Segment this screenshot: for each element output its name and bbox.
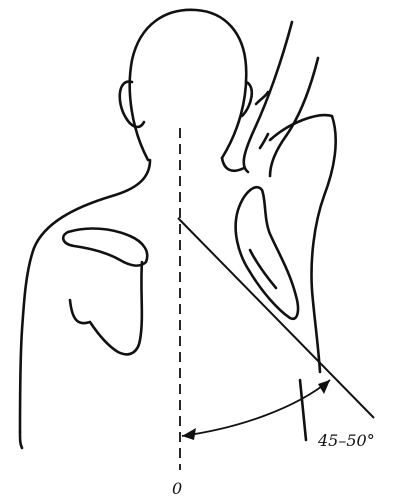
- patient-torso-right-edge: [300, 380, 306, 440]
- patient-neck-right-outline: [222, 158, 244, 171]
- angle-arc-arrowhead-left: [182, 428, 196, 440]
- left-scapula-lower-contour: [70, 262, 142, 354]
- angle-label: 45–50°: [317, 431, 375, 450]
- right-scapula-inner-contour: [250, 250, 276, 288]
- patient-torso-lower-left: [20, 432, 22, 448]
- left-scapula-outline: [63, 229, 147, 266]
- angle-arc: [182, 380, 330, 436]
- examiner-forearm-contour: [270, 115, 336, 372]
- patient-left-shoulder-outline: [20, 160, 150, 432]
- reference-label: 0: [172, 479, 182, 498]
- patient-head-outline: [130, 10, 247, 160]
- right-scapula-outline: [236, 187, 298, 319]
- examiner-arm-crease-2: [260, 134, 268, 148]
